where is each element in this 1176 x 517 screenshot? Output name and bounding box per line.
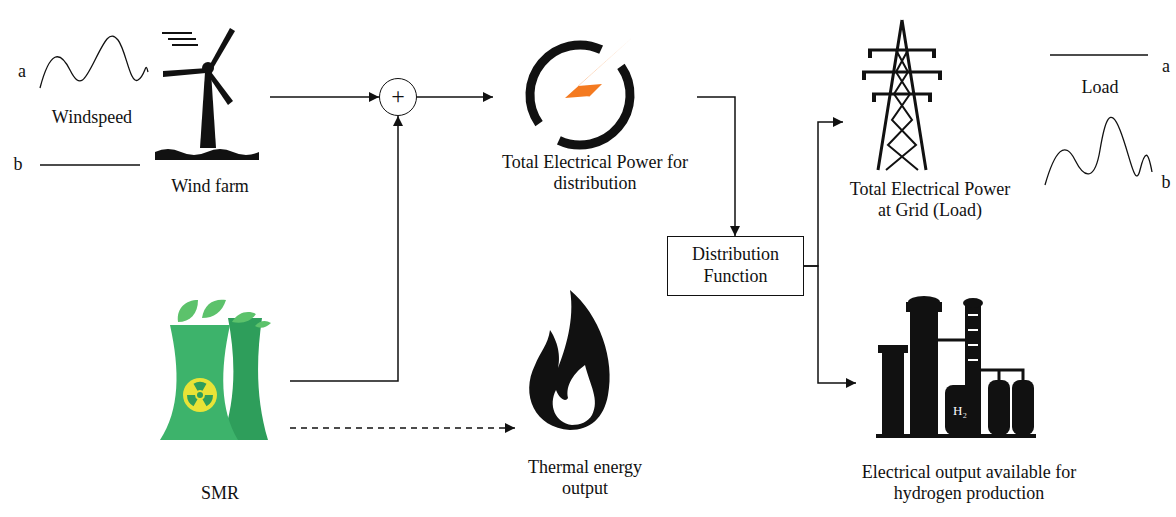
leaf xyxy=(178,300,198,322)
motion-lines xyxy=(162,33,198,45)
summing-junction: + xyxy=(379,78,417,116)
trefoil-blade xyxy=(187,395,198,406)
ground-line xyxy=(876,434,1036,438)
flame-icon xyxy=(529,290,609,430)
trefoil-center xyxy=(197,392,203,398)
ladder-tower xyxy=(965,305,981,435)
signal-name: Load xyxy=(1082,77,1119,97)
grid-load-node: Total Electrical Power at Grid (Load) xyxy=(843,15,1017,222)
tower-top xyxy=(963,298,983,308)
tank-label: H₂ xyxy=(953,403,967,418)
thermal-output-node: Thermal energy output xyxy=(515,285,655,500)
flame-inner xyxy=(553,365,595,425)
signal-name-box: Windspeed xyxy=(52,107,132,129)
smr-node: SMR xyxy=(150,295,290,505)
pylon-lattice xyxy=(886,50,918,170)
pylon-icon xyxy=(862,20,942,170)
leaf xyxy=(202,300,226,318)
radiation-trefoil xyxy=(187,382,213,406)
flow-arrow xyxy=(804,266,856,383)
tank xyxy=(988,380,1010,435)
power-ring-arc xyxy=(530,45,601,124)
wind-farm-node: Wind farm xyxy=(150,20,270,198)
pipes xyxy=(938,340,1023,380)
turbine-hub xyxy=(202,62,214,74)
column xyxy=(910,310,938,435)
tank xyxy=(1012,380,1034,435)
flow-arrow xyxy=(697,97,735,236)
pylon-arms xyxy=(862,50,942,94)
signal-label: a xyxy=(1162,56,1170,76)
smr-icon xyxy=(160,300,271,440)
flow-arrow xyxy=(290,116,398,381)
ladder-rungs xyxy=(968,315,978,360)
tank xyxy=(882,350,904,435)
hydrogen-node: Electrical output available for hydrogen… xyxy=(856,290,1082,505)
node-label: Distribution Function xyxy=(675,244,796,287)
pylon-insulators xyxy=(864,50,940,102)
signal-label-box: b xyxy=(1162,172,1171,194)
hydrogen-plant-icon xyxy=(876,296,1036,438)
signal-label: a xyxy=(18,61,26,81)
trefoil-blade xyxy=(203,395,214,406)
signal-name-box: Load xyxy=(1082,77,1119,99)
signal-label-box: b xyxy=(14,154,23,176)
flame-outer xyxy=(529,290,609,430)
radiation-disc xyxy=(183,378,217,412)
leaf xyxy=(255,321,271,328)
sea-waves xyxy=(155,149,259,160)
dashed-arrow xyxy=(290,427,515,429)
trefoil-blade xyxy=(194,382,207,391)
flow-arrow xyxy=(270,96,379,98)
power-ring-arc xyxy=(559,66,630,145)
flow-arrow xyxy=(417,96,493,98)
load-flat-line xyxy=(1050,54,1148,55)
signal-label-box: a xyxy=(18,61,26,83)
signal-name: Windspeed xyxy=(52,107,132,127)
node-label: Thermal energy output xyxy=(520,457,650,500)
leaf xyxy=(232,312,256,323)
process-box: Distribution Function xyxy=(667,236,804,296)
signal-label: b xyxy=(1162,172,1171,192)
node-label: Total Electrical Power for distribution xyxy=(495,152,695,195)
signal-label-box: a xyxy=(1162,56,1170,78)
signal-label: b xyxy=(14,154,23,174)
node-label: SMR xyxy=(201,483,239,505)
flow-arrow xyxy=(804,122,843,266)
node-label: + xyxy=(391,84,405,108)
windspeed-flat-line xyxy=(40,164,140,165)
windspeed-curve xyxy=(40,36,148,88)
node-label: Wind farm xyxy=(171,176,249,198)
node-label: Electrical output available for hydrogen… xyxy=(858,462,1080,505)
wind-turbine-icon xyxy=(155,28,259,160)
node-label: Total Electrical Power at Grid (Load) xyxy=(845,179,1015,222)
power-distribution-node: Total Electrical Power for distribution xyxy=(493,30,697,195)
lightning-bolt xyxy=(530,36,634,156)
power-icon xyxy=(530,36,634,156)
leaves xyxy=(178,300,271,328)
tank-label-box: H₂ xyxy=(953,401,967,419)
cooling-tower xyxy=(160,325,238,440)
turbine-blade xyxy=(163,68,208,77)
load-curve xyxy=(1045,117,1152,185)
